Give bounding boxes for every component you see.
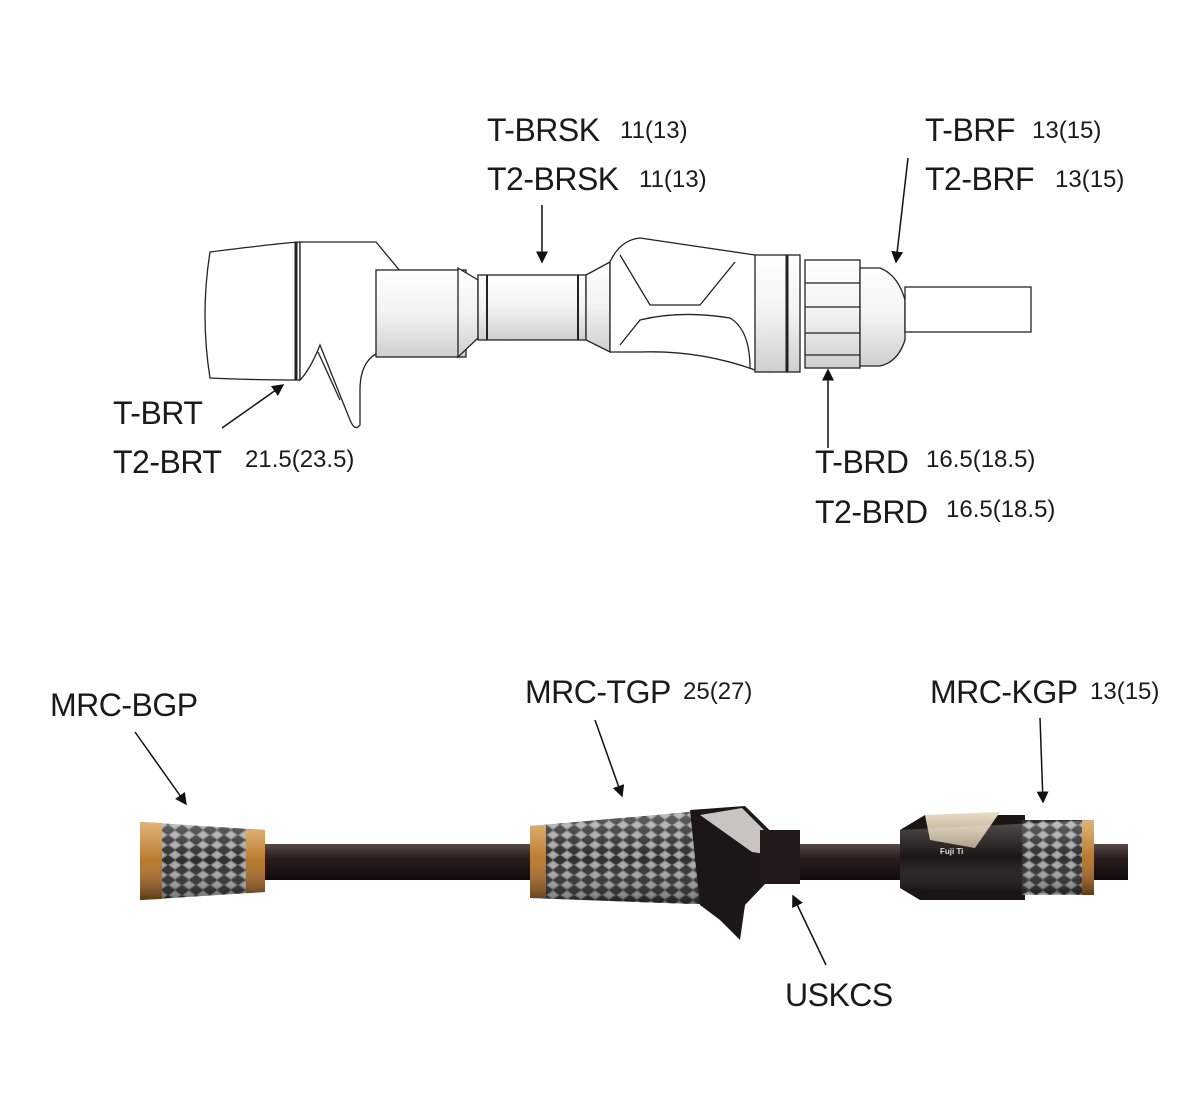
size-t2-brd: 16.5(18.5)	[946, 496, 1056, 523]
label-mrc-tgp: MRC-TGP	[525, 674, 671, 710]
top-arrows	[221, 157, 909, 448]
label-t2-brsk: T2-BRSK	[487, 161, 619, 197]
size-mrc-tgp: 25(27)	[683, 678, 753, 705]
size-t-brd: 16.5(18.5)	[926, 446, 1036, 473]
USKCS-trigger-seat	[690, 806, 800, 940]
size-t2-brf: 13(15)	[1055, 166, 1125, 193]
reel-seat-brand: Fuji Ti	[940, 847, 964, 856]
T-BRSK-sleeve	[477, 274, 587, 341]
top-reel-seat-drawing	[204, 237, 1032, 429]
label-uskcs: USKCS	[785, 977, 893, 1013]
MRC-KGP-reel-seat	[900, 812, 1094, 900]
label-t-brt: T-BRT	[113, 395, 203, 431]
bottom-rod-drawing	[140, 806, 1128, 940]
MRC-TGP-grip	[530, 812, 700, 904]
bottom-arrows	[134, 717, 1049, 966]
label-t-brd: T-BRD	[815, 444, 909, 480]
size-t-brt: 21.5(23.5)	[245, 446, 355, 473]
label-t2-brf: T2-BRF	[925, 161, 1035, 197]
MRC-BGP-grip	[140, 822, 265, 900]
label-t2-brd: T2-BRD	[815, 494, 928, 530]
T-BRD-nut	[804, 259, 861, 369]
size-t-brf: 13(15)	[1032, 117, 1102, 144]
size-mrc-kgp: 13(15)	[1090, 678, 1160, 705]
label-mrc-bgp: MRC-BGP	[50, 687, 198, 723]
size-t-brsk: 11(13)	[620, 117, 688, 144]
label-t-brf: T-BRF	[925, 112, 1015, 148]
label-mrc-kgp: MRC-KGP	[930, 674, 1078, 710]
label-t-brsk: T-BRSK	[487, 112, 600, 148]
rod-blank-top	[904, 286, 1032, 333]
butt-section	[204, 241, 301, 381]
size-t2-brsk: 11(13)	[639, 166, 707, 193]
collar-left	[375, 269, 467, 358]
label-t2-brt: T2-BRT	[113, 444, 222, 480]
T-BRF-hood	[859, 267, 906, 367]
